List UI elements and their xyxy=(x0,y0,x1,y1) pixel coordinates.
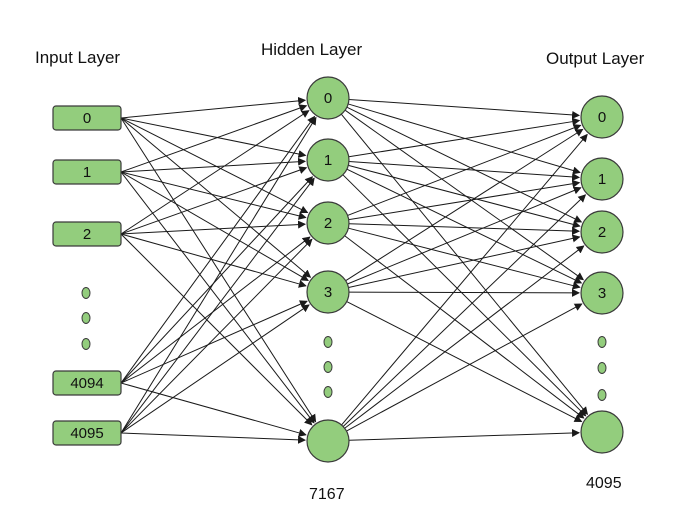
input-node-label-4: 4095 xyxy=(70,425,103,442)
edge-input-4-hidden-4 xyxy=(120,432,307,444)
edge-input-4-hidden-0 xyxy=(120,116,317,434)
edge-input-0-hidden-0 xyxy=(120,96,307,119)
hidden-node-0 xyxy=(306,76,350,120)
input-node-4 xyxy=(52,420,122,446)
output-node-3 xyxy=(580,271,624,315)
edge-hidden-4-output-3 xyxy=(346,303,583,432)
edge-hidden-0-output-3 xyxy=(344,109,585,281)
hidden-node-3 xyxy=(306,270,350,314)
output-ellipsis-dot xyxy=(597,336,607,348)
input-ellipsis-dot xyxy=(81,287,91,299)
hidden-node-label-1: 1 xyxy=(324,152,332,169)
input-node-2 xyxy=(52,221,122,247)
edge-input-2-hidden-0 xyxy=(120,110,310,235)
output-ellipsis-dot xyxy=(597,362,607,374)
ellipsis-dots xyxy=(81,287,607,401)
output-node-label-0: 0 xyxy=(598,109,606,126)
edge-input-3-hidden-2 xyxy=(120,236,311,384)
hidden-node-label-2: 2 xyxy=(324,215,332,232)
edge-input-1-hidden-2 xyxy=(120,171,307,220)
edge-input-4-hidden-3 xyxy=(120,304,310,434)
edge-hidden-2-output-0 xyxy=(347,124,582,216)
output-ellipsis-dot xyxy=(597,389,607,401)
edge-hidden-1-output-4 xyxy=(342,174,587,417)
edge-hidden-4-output-2 xyxy=(344,245,585,429)
edge-hidden-0-output-4 xyxy=(340,113,589,415)
hidden-node-1 xyxy=(306,138,350,182)
edge-hidden-4-output-0 xyxy=(341,133,588,426)
edge-input-3-hidden-0 xyxy=(120,115,316,384)
edge-hidden-2-output-2 xyxy=(348,223,581,236)
edge-hidden-1-output-0 xyxy=(348,117,581,158)
hidden-node-label-0: 0 xyxy=(324,90,332,107)
output-node-label-2: 2 xyxy=(598,224,606,241)
edge-input-1-hidden-0 xyxy=(120,104,308,173)
edge-hidden-3-output-4 xyxy=(346,301,583,422)
edge-hidden-1-output-3 xyxy=(346,168,583,284)
edge-hidden-3-output-3 xyxy=(348,288,581,297)
edge-input-2-hidden-2 xyxy=(120,220,307,235)
edge-input-0-hidden-1 xyxy=(120,117,307,158)
edge-hidden-0-output-2 xyxy=(346,106,583,223)
edge-hidden-2-output-4 xyxy=(344,235,585,419)
output-node-label-1: 1 xyxy=(598,171,606,188)
hidden-ellipsis-dot xyxy=(323,336,333,348)
edge-input-0-hidden-2 xyxy=(120,117,309,214)
input-node-label-2: 2 xyxy=(83,226,91,243)
input-node-0 xyxy=(52,105,122,131)
hidden-node-2 xyxy=(306,201,350,245)
edge-input-1-hidden-1 xyxy=(120,157,307,173)
output-node-1 xyxy=(580,157,624,201)
hidden-node-4 xyxy=(306,419,350,463)
edge-input-0-hidden-3 xyxy=(120,117,312,278)
input-node-3 xyxy=(52,370,122,396)
edge-input-1-hidden-4 xyxy=(120,171,315,424)
edge-hidden-4-output-4 xyxy=(348,428,581,441)
edge-hidden-1-output-1 xyxy=(348,160,581,181)
output-node-2 xyxy=(580,210,624,254)
edge-input-4-hidden-1 xyxy=(120,177,315,434)
edge-hidden-3-output-0 xyxy=(345,128,584,282)
hidden-ellipsis-dot xyxy=(323,361,333,373)
output-node-4 xyxy=(580,410,624,454)
input-layer-title: Input Layer xyxy=(35,48,121,67)
input-node-label-1: 1 xyxy=(83,164,91,181)
edge-input-2-hidden-1 xyxy=(120,166,308,235)
output-layer-title: Output Layer xyxy=(546,49,645,68)
input-ellipsis-dot xyxy=(81,312,91,324)
edge-input-2-hidden-3 xyxy=(120,233,307,288)
output-layer-count: 4095 xyxy=(586,475,622,492)
hidden-layer-count: 7167 xyxy=(309,486,345,503)
edge-hidden-3-output-1 xyxy=(347,186,582,285)
edge-input-2-hidden-4 xyxy=(120,233,313,426)
edge-input-3-hidden-3 xyxy=(120,300,308,384)
edge-input-4-hidden-2 xyxy=(120,238,313,434)
input-node-label-0: 0 xyxy=(83,110,91,127)
edge-hidden-0-output-0 xyxy=(348,98,581,119)
input-node-1 xyxy=(52,159,122,185)
input-node-label-3: 4094 xyxy=(70,375,103,392)
edge-hidden-1-output-2 xyxy=(348,164,581,229)
output-node-0 xyxy=(580,95,624,139)
output-node-label-3: 3 xyxy=(598,285,606,302)
edge-input-3-hidden-1 xyxy=(120,176,314,384)
hidden-node-label-3: 3 xyxy=(324,284,332,301)
edge-input-0-hidden-4 xyxy=(120,117,317,423)
edge-hidden-3-output-2 xyxy=(348,234,581,288)
input-ellipsis-dot xyxy=(81,338,91,350)
edge-hidden-2-output-3 xyxy=(348,227,581,290)
hidden-layer-title: Hidden Layer xyxy=(261,40,363,59)
edge-hidden-4-output-1 xyxy=(342,194,587,427)
connection-edges xyxy=(120,96,589,444)
hidden-ellipsis-dot xyxy=(323,386,333,398)
layer-nodes: 0 1 2 4094 4095 0 1 2 3 0 1 2 3 xyxy=(52,76,624,463)
